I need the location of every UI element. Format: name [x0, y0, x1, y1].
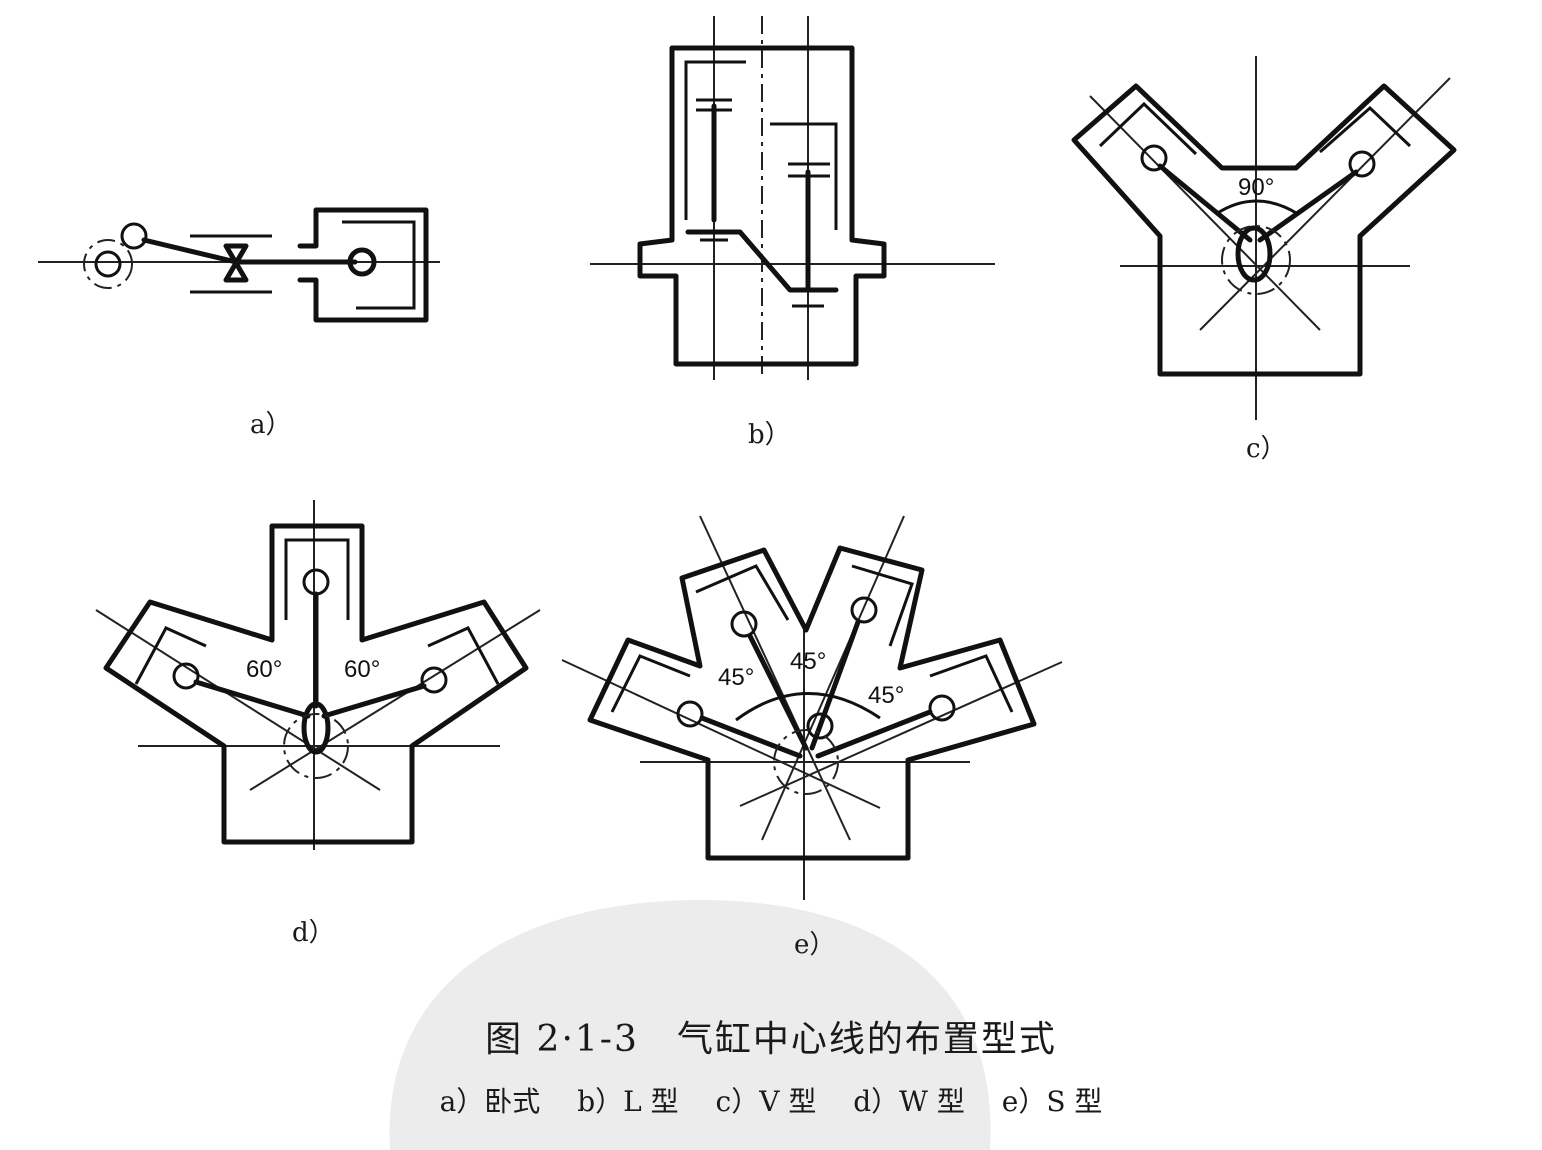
- label-b: b）: [748, 420, 791, 450]
- watermark: [389, 900, 991, 1150]
- diagram-a-horizontal: [38, 207, 440, 323]
- label-c: c）: [1246, 434, 1287, 464]
- caption-item-b: b）L 型: [577, 1085, 679, 1118]
- figure-caption: 图 2·1-3 气缸中心线的布置型式: [485, 1019, 1057, 1060]
- diagram-c-v-type: [1071, 56, 1457, 420]
- figure-subcaption: a）卧式 b）L 型 c）V 型 d）W 型 e）S 型: [0, 1080, 1542, 1120]
- angle-d-right: 60°: [344, 656, 381, 683]
- diagram-b-l-type: [590, 16, 995, 380]
- label-e: e）: [794, 930, 836, 960]
- label-a: a）: [250, 410, 292, 440]
- diagram-e-s-type: [561, 515, 1063, 900]
- label-d: d）: [292, 918, 335, 948]
- angle-e-right: 45°: [868, 682, 905, 709]
- caption-item-a: a）卧式: [439, 1085, 541, 1118]
- caption-item-e: e）S 型: [1001, 1085, 1103, 1118]
- angle-e-left: 45°: [718, 664, 755, 691]
- caption-item-d: d）W 型: [853, 1085, 965, 1118]
- angle-d-left: 60°: [246, 656, 283, 683]
- angle-e-mid: 45°: [790, 648, 827, 675]
- diagram-d-w-type: [95, 500, 541, 850]
- angle-c: 90°: [1238, 174, 1275, 201]
- caption-item-c: c）V 型: [715, 1085, 817, 1118]
